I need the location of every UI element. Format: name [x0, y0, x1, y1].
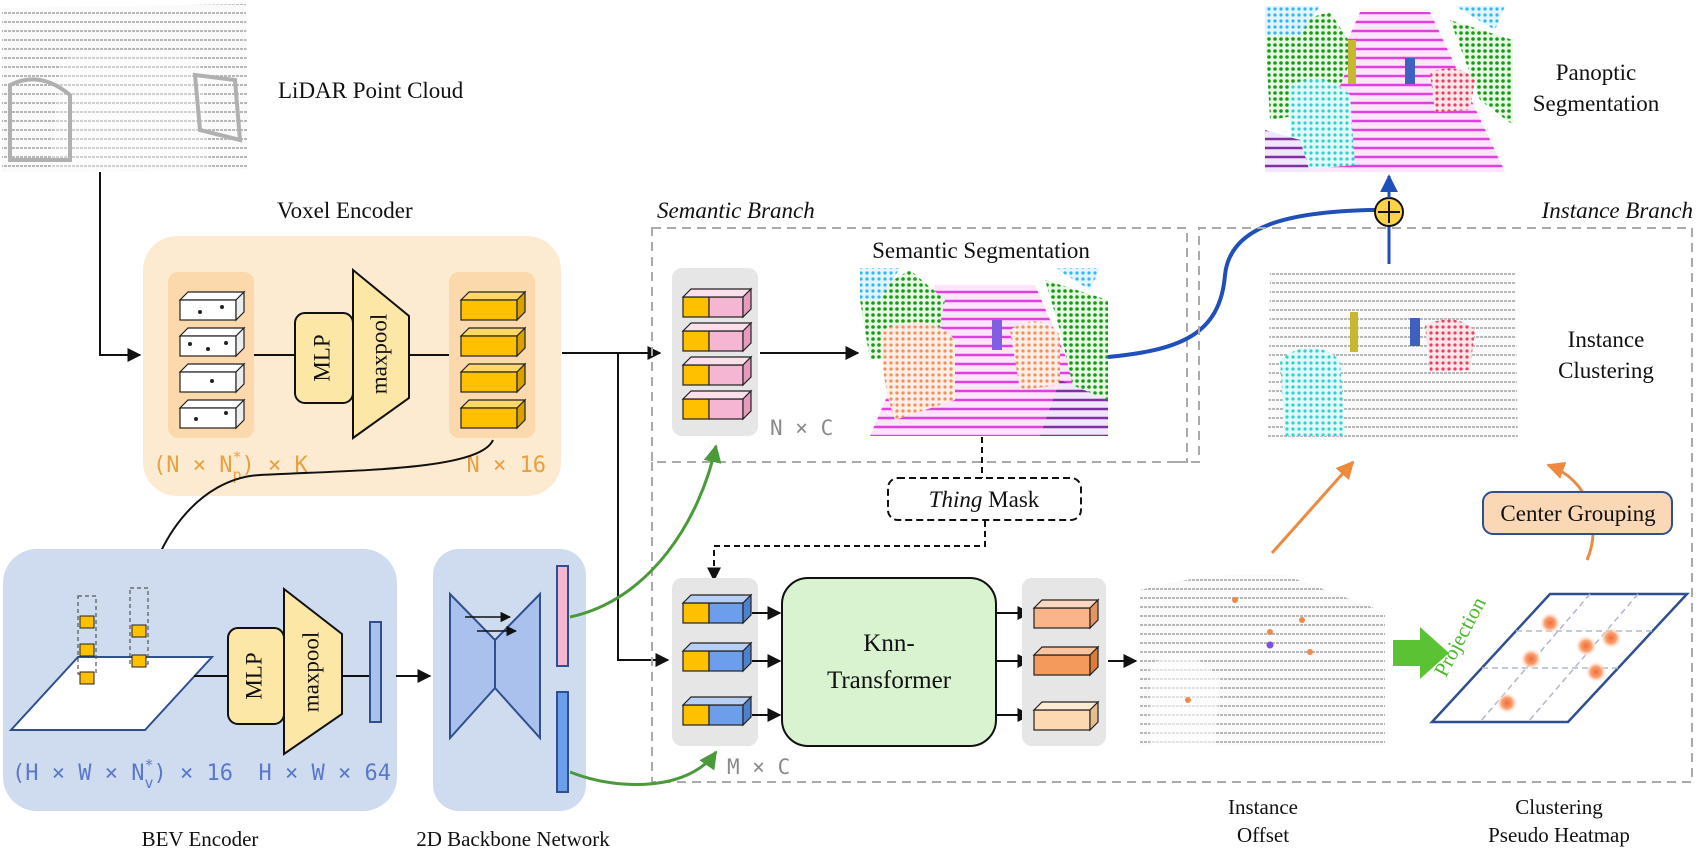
bev-dim-left: (H × W × Nv*) × 16	[12, 756, 233, 792]
backbone-decoder-trapezoid	[494, 591, 541, 741]
instance-branch-frame	[651, 227, 1693, 783]
instance-offset-image	[1140, 574, 1385, 745]
bev-grid-plane	[8, 656, 215, 731]
lidar-point-cloud-image	[2, 4, 248, 172]
green-backbone-to-semantic-arrow	[569, 444, 722, 619]
semantic-segmentation-image	[860, 268, 1108, 436]
offset-feature-blocks	[1032, 598, 1100, 732]
instance-clustering-label-line1: Instance	[1568, 327, 1645, 352]
orange-offset-to-clustering-arrow	[1270, 460, 1355, 554]
voxel-feature-blocks	[459, 290, 527, 430]
green-backbone-to-instance-arrow	[569, 750, 718, 786]
backbone-semantic-feature	[556, 565, 569, 667]
knn-label-line2: Transformer	[827, 667, 952, 694]
voxel-maxpool-block	[352, 267, 410, 440]
instance-branch-title: Instance Branch	[1541, 198, 1693, 223]
semantic-feature-blocks	[681, 287, 753, 421]
voxel-encoder-title: Voxel Encoder	[277, 198, 413, 223]
arrow-mask-to-instance-features	[707, 521, 986, 582]
knn-label-line1: Knn-	[863, 630, 914, 657]
voxel-mlp-label: MLP	[309, 334, 334, 381]
bev-maxpool-block	[283, 586, 343, 756]
clustering-heatmap	[1429, 592, 1690, 724]
instance-offset-label-line2: Offset	[1237, 823, 1289, 847]
backbone-label: 2D Backbone Network	[416, 827, 610, 849]
arrow-lidar-to-voxel	[99, 172, 142, 362]
voxel-point-blocks	[178, 290, 246, 430]
semantic-branch-frame	[651, 227, 1188, 463]
instance-clustering-label-line2: Clustering	[1558, 358, 1654, 383]
backbone-instance-feature	[556, 691, 569, 793]
thing-mask-label: Thing Mask	[929, 487, 1040, 512]
projection-arrow	[1393, 627, 1449, 679]
center-grouping-box	[1482, 491, 1673, 535]
bev-dim-right: H × W × 64	[259, 761, 391, 786]
arrow-voxel-to-instance	[617, 353, 670, 667]
instance-feature-blocks	[681, 593, 753, 727]
bev-encoder-label: BEV Encoder	[142, 827, 259, 849]
clustering-heatmap-label-line1: Clustering	[1515, 795, 1603, 819]
thing-mask-box	[887, 477, 1082, 521]
center-grouping-label: Center Grouping	[1500, 501, 1656, 526]
bev-feature-map	[369, 621, 382, 723]
semantic-segmentation-title: Semantic Segmentation	[872, 238, 1090, 263]
clustering-heatmap-label-line2: Pseudo Heatmap	[1488, 823, 1630, 847]
voxel-dim-right: N × 16	[467, 453, 546, 478]
voxel-maxpool-label: maxpool	[366, 314, 391, 395]
semantic-nxc-label: N × C	[770, 416, 833, 440]
instance-offset-label-line1: Instance	[1228, 795, 1298, 819]
knn-transformer-block	[781, 577, 997, 747]
bev-pillars	[77, 587, 149, 685]
bev-mlp-label: MLP	[241, 652, 266, 699]
blue-seg-to-panoptic-line	[1107, 208, 1378, 359]
semantic-branch-title: Semantic Branch	[657, 198, 815, 223]
panoptic-label-line1: Panoptic	[1556, 60, 1637, 85]
panoptic-label-line2: Segmentation	[1533, 91, 1660, 116]
bev-maxpool-label: maxpool	[298, 632, 323, 713]
panoptic-segmentation-image	[1265, 6, 1513, 172]
instance-clustering-image	[1268, 272, 1518, 440]
lidar-point-cloud-label: LiDAR Point Cloud	[278, 78, 464, 103]
instance-mxc-label: M × C	[727, 755, 790, 779]
